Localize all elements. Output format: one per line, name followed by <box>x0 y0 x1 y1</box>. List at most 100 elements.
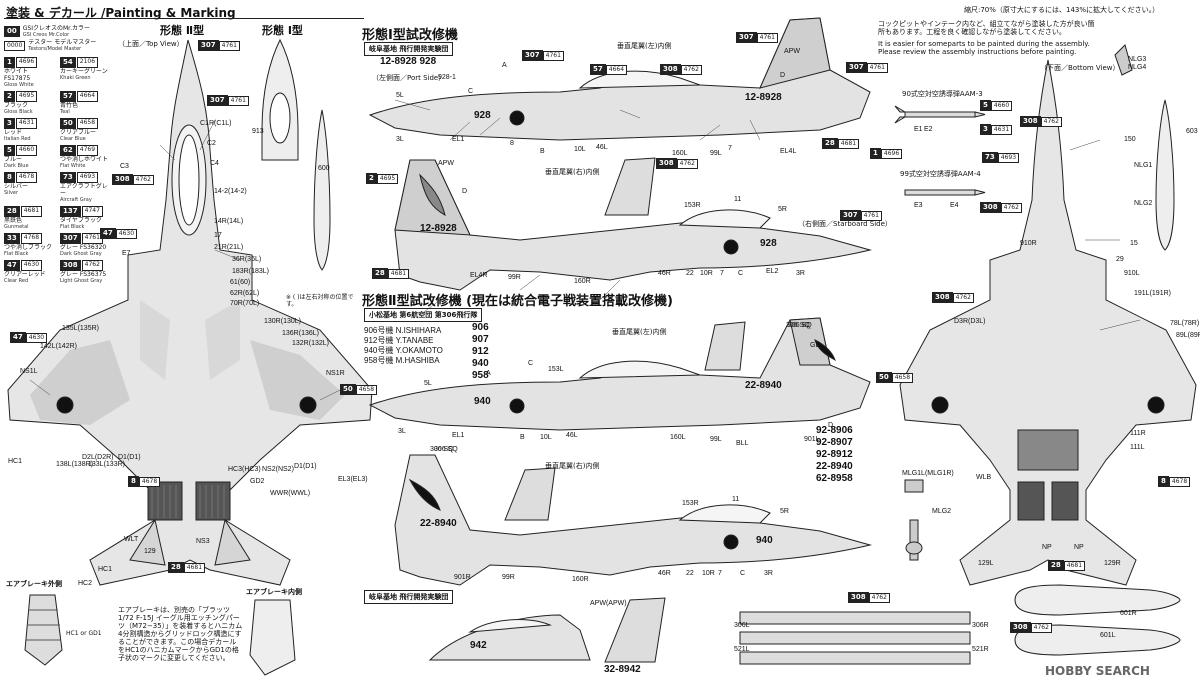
part-label: NS1L <box>20 368 38 375</box>
part-label: 133L(133R) <box>88 461 125 468</box>
hinomaru-bottom-right <box>1147 396 1165 414</box>
part-label: EL2 <box>766 268 779 275</box>
part-label: 111R <box>1130 430 1146 437</box>
part-label: NLG3 <box>1128 56 1147 63</box>
part-label: 142L(142R) <box>40 343 77 350</box>
part-label: NS3 <box>196 538 210 545</box>
part-label: 22 <box>686 270 694 277</box>
part-label: BLL <box>736 440 749 447</box>
vtail-right-label-type1: 垂直尾翼(右)内側 <box>545 168 600 176</box>
aam3-missile <box>894 105 986 124</box>
port-side-type1 <box>368 17 871 141</box>
part-label: 46L <box>566 432 578 439</box>
top-fuel-tank <box>313 109 331 271</box>
tail-serial: 62-8958 <box>816 473 853 484</box>
part-label: 160L <box>670 434 686 441</box>
type2-star-nose-code: 940 <box>756 535 773 546</box>
airbrake-hc1-gd1: HC1 or GD1 <box>66 630 102 637</box>
part-label: NLG4 <box>1128 64 1147 71</box>
part-label: 901L <box>804 436 820 443</box>
aam4-missile <box>904 189 986 196</box>
part-label: EL1 <box>452 136 465 143</box>
part-label: C1R(C1L) <box>200 120 232 127</box>
part-label: 7 <box>718 570 722 577</box>
type1-port-tail-code: 12-8928 <box>745 92 782 103</box>
part-label: 5R <box>780 508 789 515</box>
vtail-inner-left-type2 <box>704 321 746 371</box>
part-label: E2 <box>924 126 933 133</box>
part-label: 11 <box>734 196 742 203</box>
part-label: HC1 <box>98 566 113 573</box>
part-label: 130R(130L) <box>264 318 301 325</box>
pilot-entry: 906号機 N.ISHIHARA <box>364 326 442 335</box>
cockpit-note-en: It is easier for someparts to be painted… <box>878 40 1090 56</box>
part-label: 5L <box>424 380 432 387</box>
part-label: C <box>468 88 474 95</box>
part-label: WLB <box>976 474 992 481</box>
part-label: 136R(136L) <box>282 330 319 337</box>
part-label: 601L <box>1100 632 1116 639</box>
part-label: 8 <box>510 140 514 147</box>
nose-number: 940 <box>472 358 489 369</box>
part-label: C3 <box>120 163 129 170</box>
part-label: NS1R <box>326 370 345 377</box>
callout-lines <box>29 99 1141 401</box>
part-label: 153L <box>548 366 564 373</box>
hinomaru-starboard-type1 <box>723 239 739 255</box>
part-label: 160R <box>574 278 591 285</box>
legend-label: GSIクレオスのMr.カラー <box>22 25 90 32</box>
part-label: B <box>540 148 545 155</box>
part-label: WLT <box>124 536 139 543</box>
part-label: 14R(14L) <box>214 218 244 225</box>
part-label: 910R <box>1020 240 1037 247</box>
part-label: 129 <box>144 548 156 555</box>
part-label: 138L(138R) <box>56 461 93 468</box>
part-label: 150 <box>1124 136 1136 143</box>
part-label: 3L <box>398 428 406 435</box>
part-label: 14-2(14-2) <box>214 188 247 195</box>
bottom-view-label: （下面／Bottom View） <box>1040 64 1120 72</box>
section-type1-title: 形態Ⅰ型試改修機 <box>362 28 458 43</box>
pilot-entry: 912号機 Y.TANABE <box>364 336 434 345</box>
part-label: 5L <box>396 92 404 99</box>
part-label: 11 <box>732 496 740 503</box>
part-label: EL3(EL3) <box>338 476 368 483</box>
nose-landing-gear <box>1114 44 1133 76</box>
vtail-inner-left-type1 <box>604 157 656 216</box>
page-title: 塗装 & デカール /Painting & Marking <box>6 6 236 20</box>
pilot-entry: 958号機 M.HASHIBA <box>364 356 440 365</box>
part-label: 61(60) <box>230 279 251 286</box>
part-label: 46L <box>596 144 608 151</box>
part-label: 129R <box>1104 560 1121 567</box>
tail-serial: 92-8907 <box>816 437 853 448</box>
sq-label-star: 306 SQ <box>430 446 454 453</box>
part-label: C2 <box>207 140 216 147</box>
airbrake-outer <box>24 594 63 666</box>
part-label: 17 <box>214 232 222 239</box>
part-label: 46R <box>658 270 671 277</box>
part-label: 306 SQ <box>434 446 458 453</box>
part-label: 521L <box>734 646 750 653</box>
part-label: D <box>828 422 834 429</box>
part-label: 29 <box>1116 256 1124 263</box>
